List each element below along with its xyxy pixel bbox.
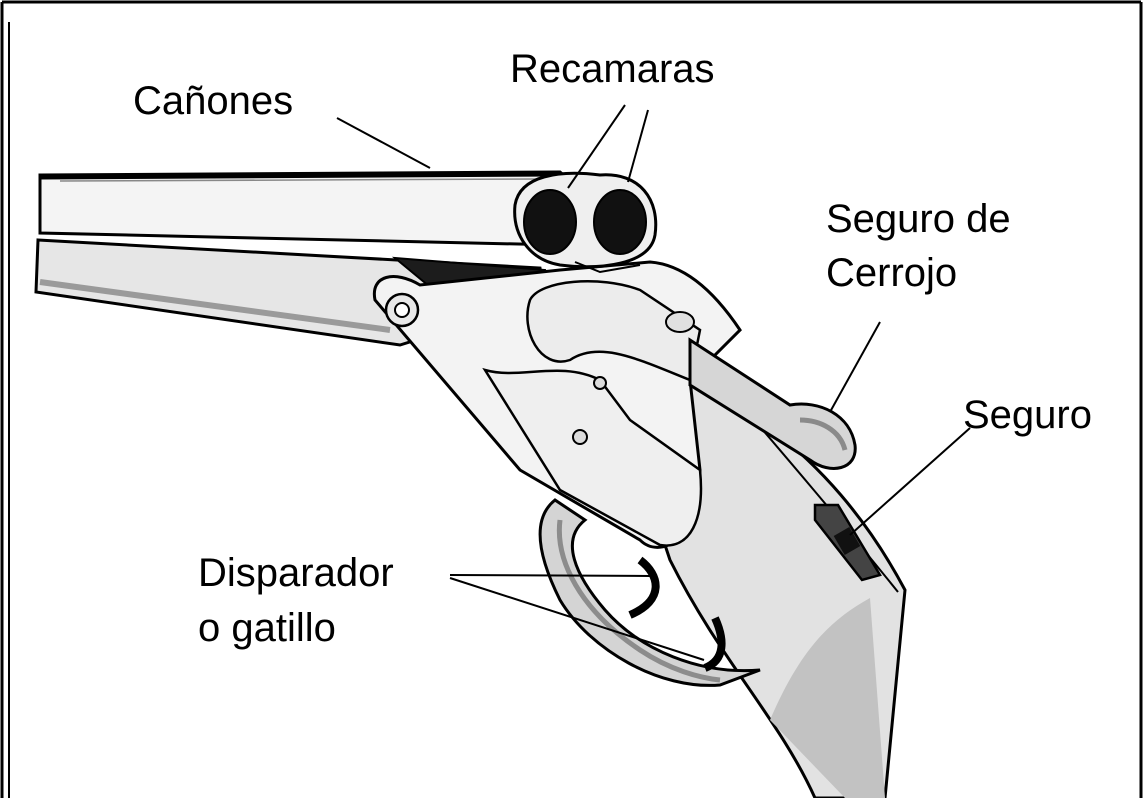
label-bolt-safety-line1: Seguro de xyxy=(826,196,1011,242)
label-bolt-safety-line2: Cerrojo xyxy=(826,250,957,296)
chambers-breech xyxy=(515,173,656,272)
upper-barrel xyxy=(40,172,575,245)
label-trigger-line1: Disparador xyxy=(198,550,394,596)
leader-barrels xyxy=(337,118,430,168)
label-safety: Seguro xyxy=(963,392,1092,438)
label-barrels: Cañones xyxy=(133,78,293,124)
leader-chambers-b xyxy=(628,110,648,182)
leader-trigger-a xyxy=(450,575,650,576)
leader-safety xyxy=(850,428,970,535)
leader-bolt-safety xyxy=(830,322,880,412)
label-trigger-line2: o gatillo xyxy=(198,605,336,651)
label-chambers: Recamaras xyxy=(510,46,715,92)
